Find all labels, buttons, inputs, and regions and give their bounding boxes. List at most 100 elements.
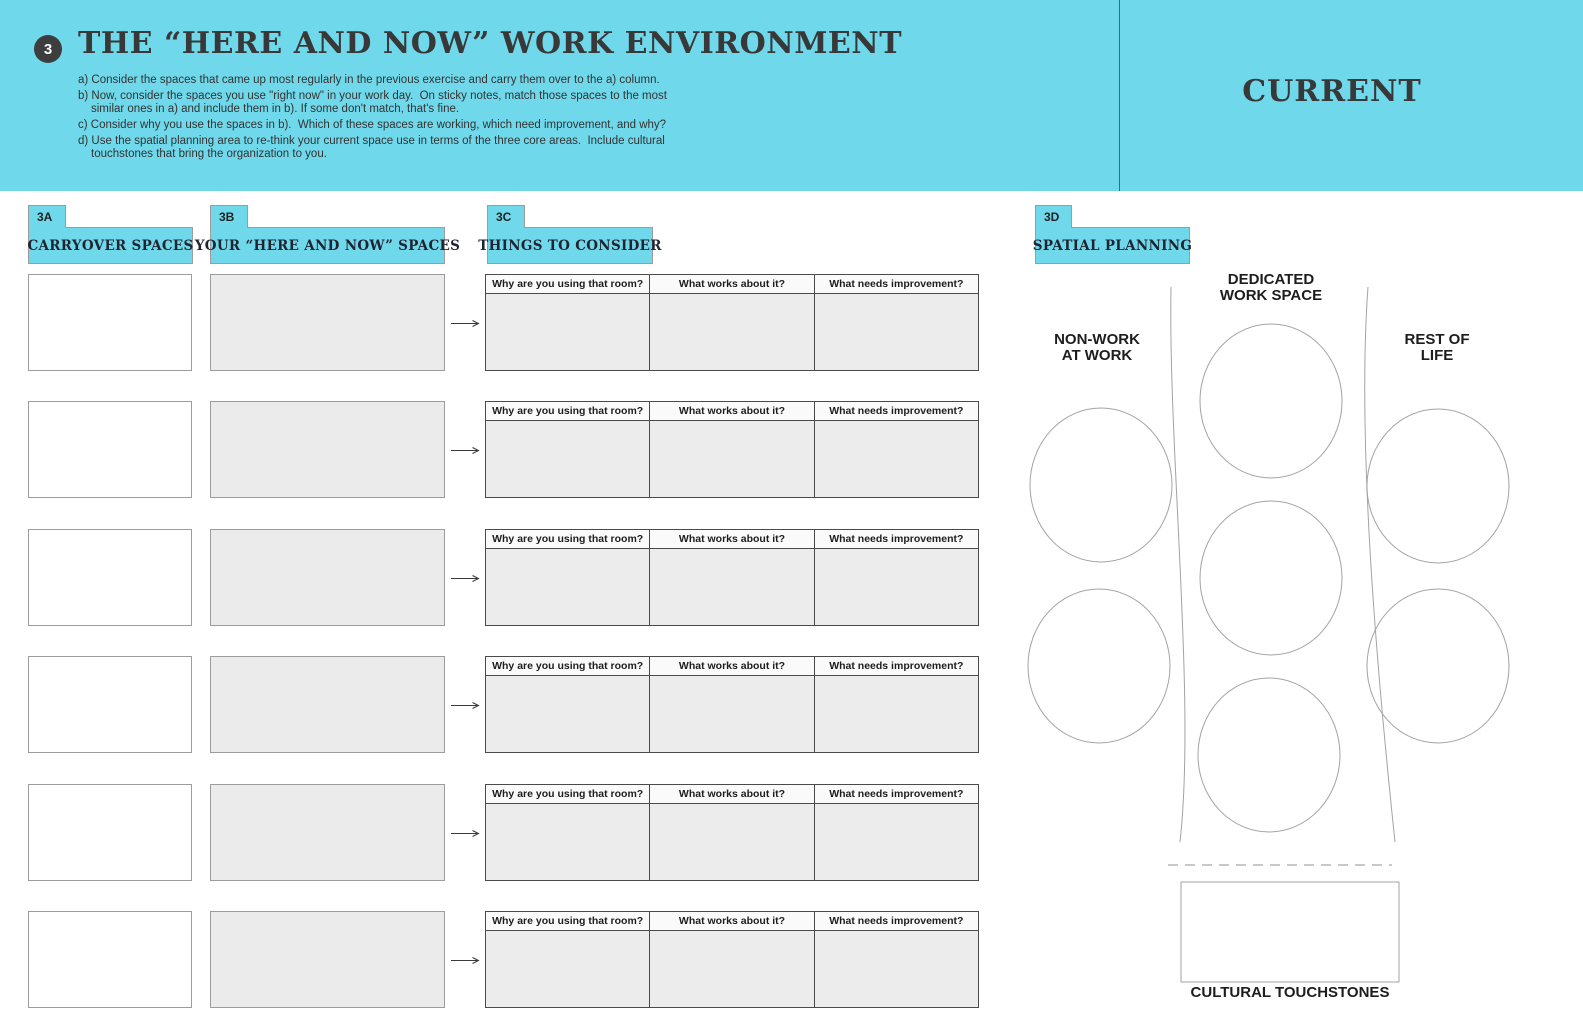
- consider-table-body-row: [486, 931, 978, 1007]
- consider-table: Why are you using that room? What works …: [485, 656, 979, 753]
- consider-table-header-why: Why are you using that room?: [486, 657, 651, 675]
- consider-cell-improve[interactable]: [815, 676, 978, 752]
- consider-table-header-improve: What needs improvement?: [829, 660, 964, 672]
- consider-cell-improve[interactable]: [815, 421, 978, 497]
- consider-table-header-works: What works about it?: [650, 275, 815, 293]
- section-tab-3a: 3A: [28, 205, 66, 228]
- consider-cell-why[interactable]: [486, 549, 651, 625]
- non-work-circle-1[interactable]: [1029, 407, 1173, 563]
- consider-table-header-row: Why are you using that room? What works …: [486, 657, 978, 676]
- non-work-circle-2[interactable]: [1027, 588, 1171, 744]
- arrow-right-icon: [451, 320, 480, 327]
- dedicated-work-circle-2[interactable]: [1199, 500, 1343, 656]
- consider-table-header-row: Why are you using that room? What works …: [486, 785, 978, 804]
- consider-cell-works[interactable]: [650, 676, 815, 752]
- section-tab-3a-label: 3A: [37, 210, 53, 224]
- consider-cell-improve[interactable]: [815, 294, 978, 370]
- consider-cell-why[interactable]: [486, 421, 651, 497]
- consider-cell-why[interactable]: [486, 676, 651, 752]
- consider-table-header-works: What works about it?: [650, 912, 815, 930]
- section-tab-3c-label: 3C: [496, 210, 512, 224]
- consider-table-header-row: Why are you using that room? What works …: [486, 402, 978, 421]
- worksheet-row: Why are you using that room? What works …: [0, 656, 1020, 753]
- carryover-space-box[interactable]: [28, 911, 192, 1008]
- worksheet-row: Why are you using that room? What works …: [0, 911, 1020, 1008]
- zone-divider-right-curve: [1364, 286, 1396, 843]
- consider-cell-works[interactable]: [650, 421, 815, 497]
- consider-cell-improve[interactable]: [815, 804, 978, 880]
- carryover-space-box[interactable]: [28, 274, 192, 371]
- instruction-line-c: c) Consider why you use the spaces in b)…: [78, 119, 667, 131]
- section-header-carryover-spaces: CARRYOVER SPACES: [27, 227, 194, 264]
- consider-table-header-row: Why are you using that room? What works …: [486, 275, 978, 294]
- consider-table-header-row: Why are you using that room? What works …: [486, 530, 978, 549]
- worksheet-row: Why are you using that room? What works …: [0, 529, 1020, 626]
- consider-table-header-works: What works about it?: [650, 657, 815, 675]
- here-now-space-box[interactable]: [210, 656, 445, 753]
- arrow-right-icon: [451, 575, 480, 582]
- consider-cell-improve[interactable]: [815, 931, 978, 1007]
- dedicated-work-circle-3[interactable]: [1197, 677, 1341, 833]
- section-tab-3c: 3C: [487, 205, 525, 228]
- consider-table-header-improve: What needs improvement?: [829, 278, 964, 290]
- instruction-line-b-cont: similar ones in a) and include them in b…: [91, 103, 460, 115]
- zone-label-line: DEDICATED: [1227, 271, 1315, 288]
- consider-cell-works[interactable]: [650, 931, 815, 1007]
- here-now-space-box[interactable]: [210, 401, 445, 498]
- here-now-space-box[interactable]: [210, 911, 445, 1008]
- arrow-right-icon: [451, 830, 480, 837]
- consider-table-header-works: What works about it?: [650, 530, 815, 548]
- consider-table-header-improve: What needs improvement?: [829, 915, 964, 927]
- mode-label-current: CURRENT: [1242, 74, 1422, 109]
- section-tab-3b-label: 3B: [219, 210, 235, 224]
- section-title-consider: THINGS TO CONSIDER: [478, 237, 662, 254]
- instruction-line-a: a) Consider the spaces that came up most…: [78, 74, 660, 86]
- consider-table: Why are you using that room? What works …: [485, 784, 979, 881]
- rest-of-life-circle-1[interactable]: [1366, 408, 1510, 564]
- instruction-line-d: d) Use the spatial planning area to re-t…: [78, 135, 665, 147]
- instruction-line-b: b) Now, consider the spaces you use "rig…: [78, 90, 667, 102]
- consider-cell-works[interactable]: [650, 294, 815, 370]
- here-now-space-box[interactable]: [210, 529, 445, 626]
- consider-table-header-why: Why are you using that room?: [486, 402, 651, 420]
- arrow-right-icon: [451, 957, 480, 964]
- step-number-badge: 3: [34, 35, 62, 63]
- consider-table-header-works: What works about it?: [650, 402, 815, 420]
- zone-label-line: LIFE: [1420, 347, 1454, 364]
- dedicated-work-circle-1[interactable]: [1199, 323, 1343, 479]
- consider-cell-why[interactable]: [486, 931, 651, 1007]
- consider-cell-works[interactable]: [650, 804, 815, 880]
- zone-label-line: WORK SPACE: [1219, 287, 1323, 304]
- section-title-spatial: SPATIAL PLANNING: [1032, 237, 1193, 254]
- zone-label-line: REST OF: [1404, 331, 1470, 348]
- consider-cell-improve[interactable]: [815, 549, 978, 625]
- worksheet-row: Why are you using that room? What works …: [0, 401, 1020, 498]
- here-now-space-box[interactable]: [210, 784, 445, 881]
- consider-table: Why are you using that room? What works …: [485, 911, 979, 1008]
- consider-table-body-row: [486, 294, 978, 370]
- worksheet-row: Why are you using that room? What works …: [0, 274, 1020, 371]
- section-tab-3d-label: 3D: [1044, 210, 1060, 224]
- header-band: 3 THE “HERE AND NOW” WORK ENVIRONMENT a)…: [0, 0, 1583, 191]
- consider-cell-why[interactable]: [486, 294, 651, 370]
- carryover-space-box[interactable]: [28, 401, 192, 498]
- section-header-spatial-planning: SPATIAL PLANNING: [1032, 227, 1193, 264]
- section-title-carryover: CARRYOVER SPACES: [27, 237, 194, 254]
- section-tab-3d: 3D: [1035, 205, 1072, 228]
- consider-cell-works[interactable]: [650, 549, 815, 625]
- here-now-space-box[interactable]: [210, 274, 445, 371]
- rest-of-life-circle-2[interactable]: [1366, 588, 1510, 744]
- consider-table-header-improve: What needs improvement?: [829, 788, 964, 800]
- cultural-touchstones-box[interactable]: [1180, 881, 1400, 983]
- consider-table-header-improve: What needs improvement?: [829, 533, 964, 545]
- zone-label-cultural-touchstones: CULTURAL TOUCHSTONES: [1191, 985, 1390, 1001]
- consider-cell-why[interactable]: [486, 804, 651, 880]
- consider-table-header-improve: What needs improvement?: [829, 405, 964, 417]
- carryover-space-box[interactable]: [28, 656, 192, 753]
- carryover-space-box[interactable]: [28, 784, 192, 881]
- carryover-space-box[interactable]: [28, 529, 192, 626]
- consider-table: Why are you using that room? What works …: [485, 401, 979, 498]
